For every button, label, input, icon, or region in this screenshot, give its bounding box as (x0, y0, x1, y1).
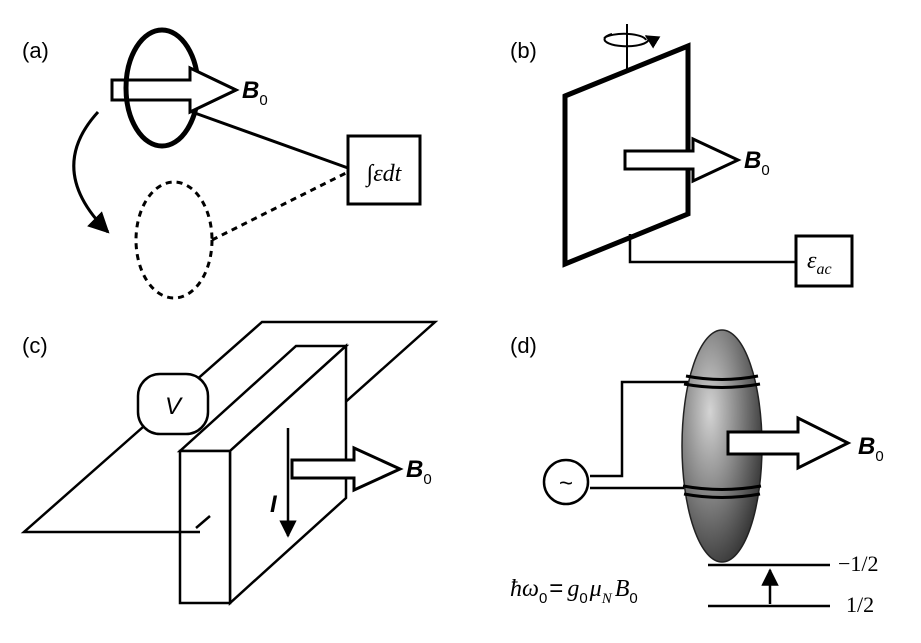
panel-a: (a) B0 ∫εdt (22, 27, 422, 300)
plate-lead (628, 234, 796, 264)
field-arrow-d (726, 415, 852, 471)
emf-label: εac (807, 248, 832, 278)
field-arrow-c (290, 445, 404, 493)
panel-c-label: (c) (22, 333, 48, 358)
integrator-box (346, 134, 422, 206)
panel-c: (c) V I B0 (20, 320, 439, 606)
field-arrow-b (623, 136, 742, 184)
slab-front-face (178, 449, 232, 605)
integrator-label: ∫εdt (365, 161, 403, 188)
voltmeter-label: V (165, 393, 183, 420)
energy-level-lower-label: 1/2 (846, 592, 874, 617)
field-label-b: B0 (744, 147, 770, 179)
coil-lead-upper (590, 380, 700, 478)
panel-a-label: (a) (22, 38, 49, 63)
field-label-a: B0 (242, 77, 268, 109)
field-label-c: B0 (406, 456, 432, 488)
ac-source (542, 458, 590, 506)
rf-coil-windings (682, 374, 762, 499)
rotation-arrow-a (72, 110, 110, 234)
current-label: I (270, 491, 278, 518)
panel-b-label: (b) (510, 38, 537, 63)
coil-lead-dashed (211, 170, 349, 242)
emf-box (794, 234, 854, 288)
field-label-d: B0 (858, 433, 884, 465)
panel-b: (b) B0 εac (510, 24, 854, 288)
panel-d-label: (d) (510, 333, 537, 358)
coil-lead-solid (191, 110, 349, 170)
coil-loop-dashed (134, 180, 214, 300)
voltmeter-box (136, 372, 210, 436)
ac-source-symbol: ~ (559, 470, 573, 497)
energy-level-upper-label: −1/2 (838, 551, 879, 576)
